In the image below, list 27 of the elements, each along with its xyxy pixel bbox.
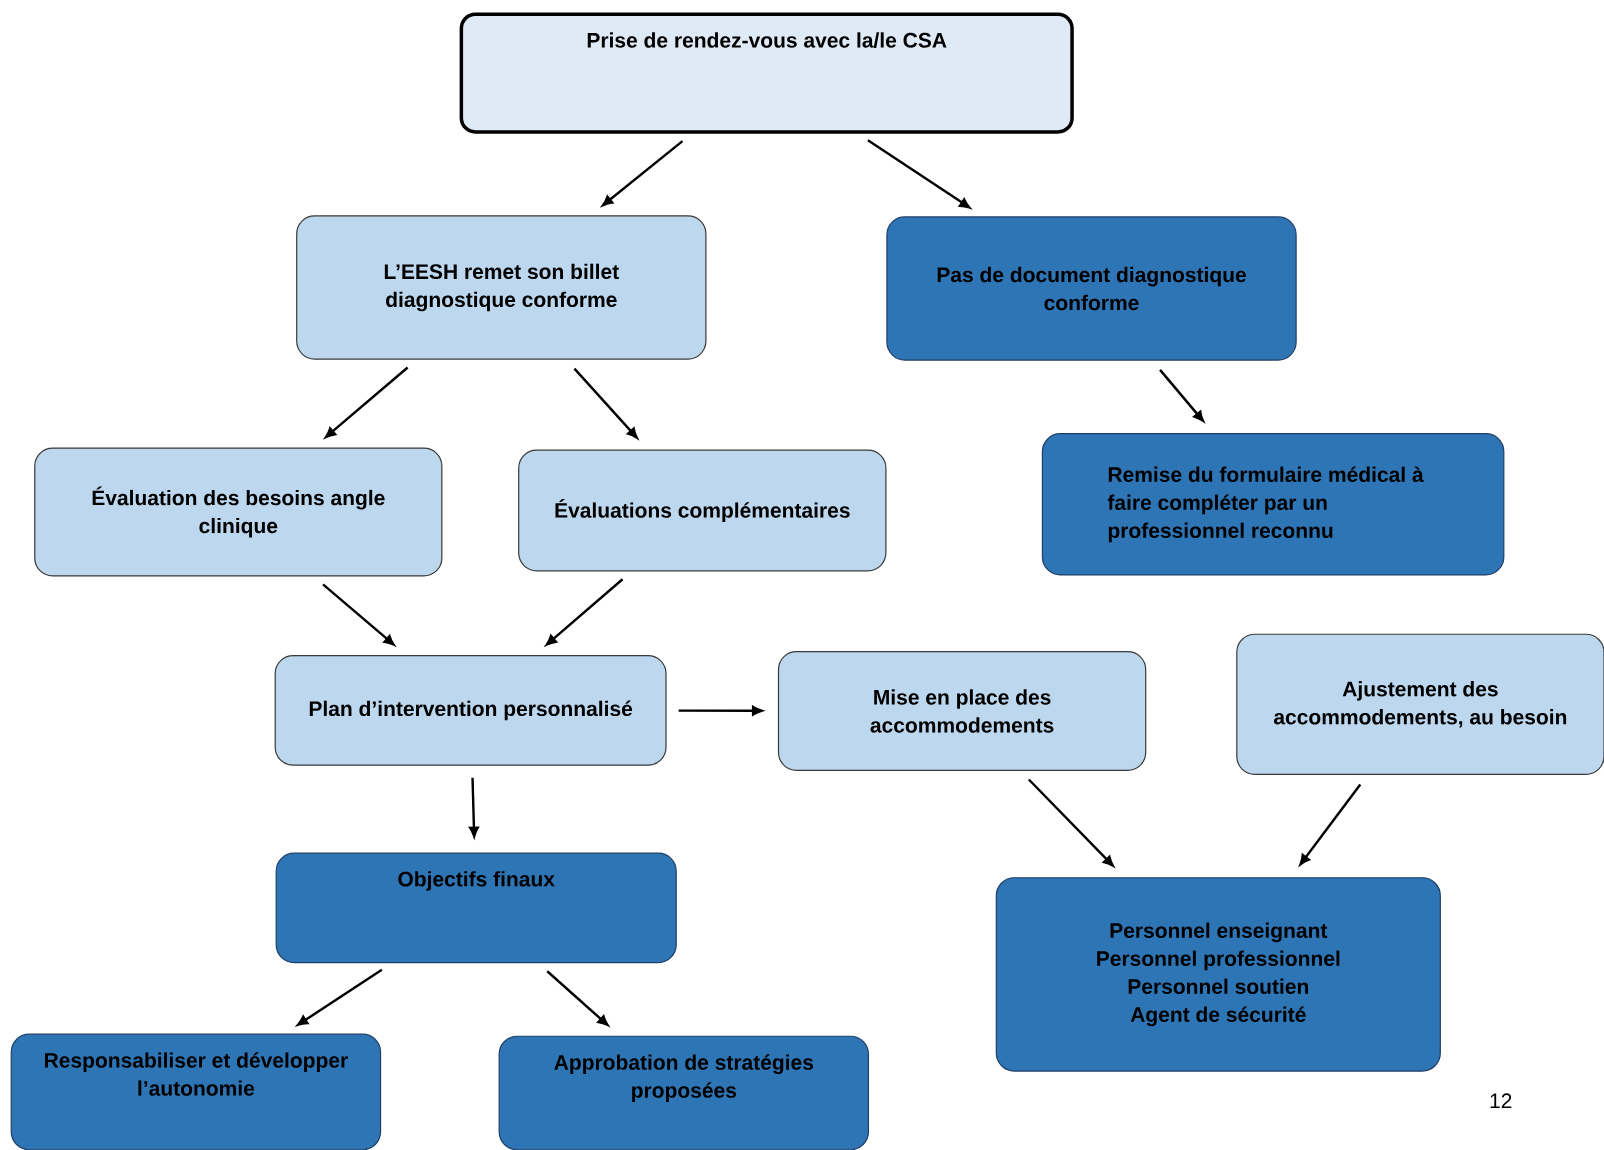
process-box: Évaluations complémentaires [518, 449, 887, 572]
process-box: Approbation de stratégies proposées [498, 1035, 870, 1150]
arrow [297, 968, 383, 1026]
arrow [324, 366, 409, 439]
arrow [1159, 369, 1204, 422]
process-box: Objectifs finaux [275, 852, 677, 964]
arrow [545, 578, 624, 646]
process-box: Personnel enseignant Personnel professionnel Personnel soutien Agent de sécurité [995, 877, 1441, 1072]
process-box: Remise du formulaire médical à faire compléter par un professionnel reconnu [1041, 433, 1505, 576]
process-box: Plan d’intervention personnalisé [274, 655, 667, 766]
process-box: Prise de rendez-vous avec la/le CSA [459, 12, 1074, 134]
process-box: Évaluation des besoins angle clinique [34, 447, 443, 577]
process-box: Pas de document diagnostique conforme [886, 216, 1297, 361]
page-number: 12 [1490, 1093, 1512, 1109]
arrow [546, 970, 609, 1026]
process-box: Ajustement des accommodements, au besoin [1236, 633, 1604, 775]
process-box: Responsabiliser et développer l’autonomie [10, 1033, 382, 1150]
arrow [322, 583, 395, 646]
arrow [678, 705, 763, 716]
arrow [1299, 783, 1362, 866]
arrow [1028, 778, 1114, 867]
arrow [602, 140, 684, 207]
arrow [573, 367, 638, 439]
arrow [867, 139, 971, 209]
process-box: Mise en place des accommodements [777, 651, 1147, 771]
process-box: L’EESH remet son billet diagnostique conforme [296, 215, 707, 360]
arrow [469, 777, 479, 838]
